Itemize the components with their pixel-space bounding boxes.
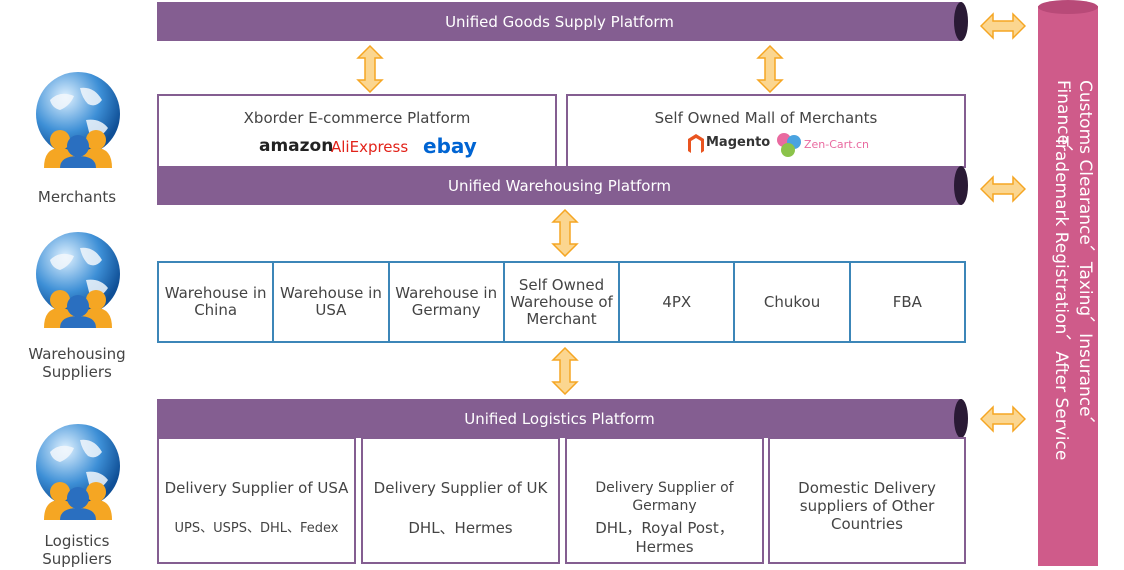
delivery-supplier-box: Delivery Supplier of USA UPS、USPS、DHL、Fe… <box>157 437 356 564</box>
up-down-arrow-icon <box>551 209 579 257</box>
warehouse-cell: FBA <box>892 292 922 311</box>
delivery-supplier-title: Domestic Delivery suppliers of Other Cou… <box>798 479 936 533</box>
warehouse-cell: 4PX <box>620 263 736 341</box>
aliexpress-logo: AliExpress <box>331 138 409 156</box>
ecommerce-platform-box: Xborder E-commerce Platform amazon AliEx… <box>157 94 557 168</box>
logistics-globe-icon <box>36 424 120 520</box>
zen-cart-logo-icon <box>777 133 801 157</box>
merchants-label: Merchants <box>37 188 117 206</box>
warehouse-cell: Self Owned Warehouse of Merchant <box>505 263 621 341</box>
warehouse-cell: Chukou <box>735 263 851 341</box>
delivery-supplier-title: Delivery Supplier of Germany <box>595 480 734 514</box>
warehouse-list: Warehouse in China Warehouse in USA Ware… <box>157 261 966 343</box>
goods-supply-platform-title: Unified Goods Supply Platform <box>445 12 674 31</box>
up-down-arrow-icon <box>356 45 384 93</box>
ecommerce-platform-title: Xborder E-commerce Platform <box>243 109 471 127</box>
warehousing-platform-bar: Unified Warehousing Platform <box>157 166 968 205</box>
delivery-supplier-box: Delivery Supplier of Germany DHL，Royal P… <box>565 437 764 564</box>
goods-supply-platform-bar: Unified Goods Supply Platform <box>157 2 968 41</box>
delivery-carriers: DHL、Hermes <box>408 519 513 537</box>
up-down-arrow-icon <box>756 45 784 93</box>
up-down-arrow-icon <box>551 347 579 395</box>
amazon-logo: amazon <box>259 136 334 156</box>
warehousing-suppliers-label: Warehousing Suppliers <box>28 345 126 381</box>
warehouse-cell: Warehouse in China <box>159 263 275 341</box>
merchant-mall-title: Self Owned Mall of Merchants <box>654 109 878 127</box>
magento-logo: Magento <box>706 135 771 150</box>
magento-logo-icon <box>688 134 704 153</box>
delivery-supplier-title: Delivery Supplier of UK <box>373 479 548 497</box>
left-right-arrow-icon <box>980 175 1026 203</box>
left-right-arrow-icon <box>980 405 1026 433</box>
services-text: Customs Clearance、Taxing、Insurance、Finan… <box>1040 80 1100 510</box>
delivery-supplier-box: Domestic Delivery suppliers of Other Cou… <box>768 437 966 564</box>
zen-cart-logo: Zen-Cart.cn <box>804 138 870 151</box>
warehousing-platform-title: Unified Warehousing Platform <box>448 176 671 195</box>
services-pillar <box>1038 6 1098 566</box>
ebay-logo: ebay <box>423 134 477 158</box>
services-line-1: Customs Clearance、Taxing、Insurance、Finan… <box>1053 80 1095 434</box>
warehouse-cell: Warehouse in Germany <box>390 263 505 341</box>
merchant-mall-box: Self Owned Mall of Merchants Magento Zen… <box>566 94 966 168</box>
left-right-arrow-icon <box>980 12 1026 40</box>
delivery-carriers: UPS、USPS、DHL、Fedex <box>174 521 339 536</box>
delivery-supplier-box: Delivery Supplier of UK DHL、Hermes <box>361 437 560 564</box>
delivery-supplier-title: Delivery Supplier of USA <box>164 479 349 497</box>
warehousing-globe-icon <box>36 232 120 328</box>
logistics-platform-title: Unified Logistics Platform <box>464 409 655 428</box>
logistics-platform-bar: Unified Logistics Platform <box>157 399 968 438</box>
warehouse-cell: Warehouse in USA <box>274 263 390 341</box>
merchants-globe-icon <box>36 72 120 168</box>
logistics-suppliers-label: Logistics Suppliers <box>42 532 112 568</box>
services-line-2: Trademark Registration、After Service <box>1051 136 1071 461</box>
delivery-carriers: DHL，Royal Post，Hermes <box>595 519 734 556</box>
